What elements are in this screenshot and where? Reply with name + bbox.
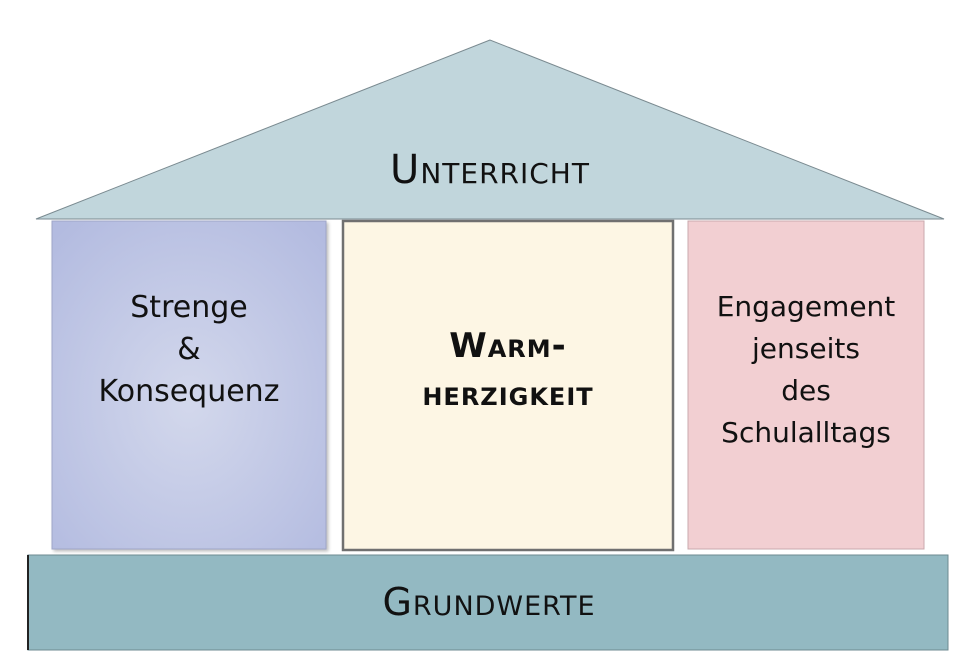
pillar-middle-label: Warm- herzigkeit bbox=[344, 300, 672, 440]
pillar-right-line-4: Schulalltags bbox=[721, 416, 891, 449]
roof-triangle bbox=[35, 39, 945, 220]
pillar-left bbox=[51, 220, 327, 550]
pillar-middle-line-1: Warm- bbox=[449, 326, 567, 366]
roof-label: Unterricht bbox=[240, 140, 740, 200]
foundation-base bbox=[27, 554, 949, 651]
pillar-left-line-2: & bbox=[177, 332, 201, 367]
base-label: Grundwerte bbox=[30, 572, 948, 632]
pillar-left-label: Strenge & Konsequenz bbox=[52, 270, 326, 430]
base-text: Grundwerte bbox=[382, 580, 596, 624]
pillar-right-line-3: des bbox=[781, 374, 831, 407]
pillar-right-line-2: jenseits bbox=[752, 332, 860, 365]
pillar-right-label: Engagement jenseits des Schulalltags bbox=[688, 280, 924, 460]
pillar-left-line-3: Konsequenz bbox=[98, 374, 280, 409]
pillar-middle-line-2: herzigkeit bbox=[422, 374, 594, 414]
pillar-right-line-1: Engagement bbox=[716, 290, 896, 323]
pillar-middle bbox=[341, 219, 675, 552]
pillar-right bbox=[687, 220, 925, 550]
pillar-left-line-1: Strenge bbox=[130, 290, 248, 325]
roof-text: Unterricht bbox=[390, 147, 590, 193]
